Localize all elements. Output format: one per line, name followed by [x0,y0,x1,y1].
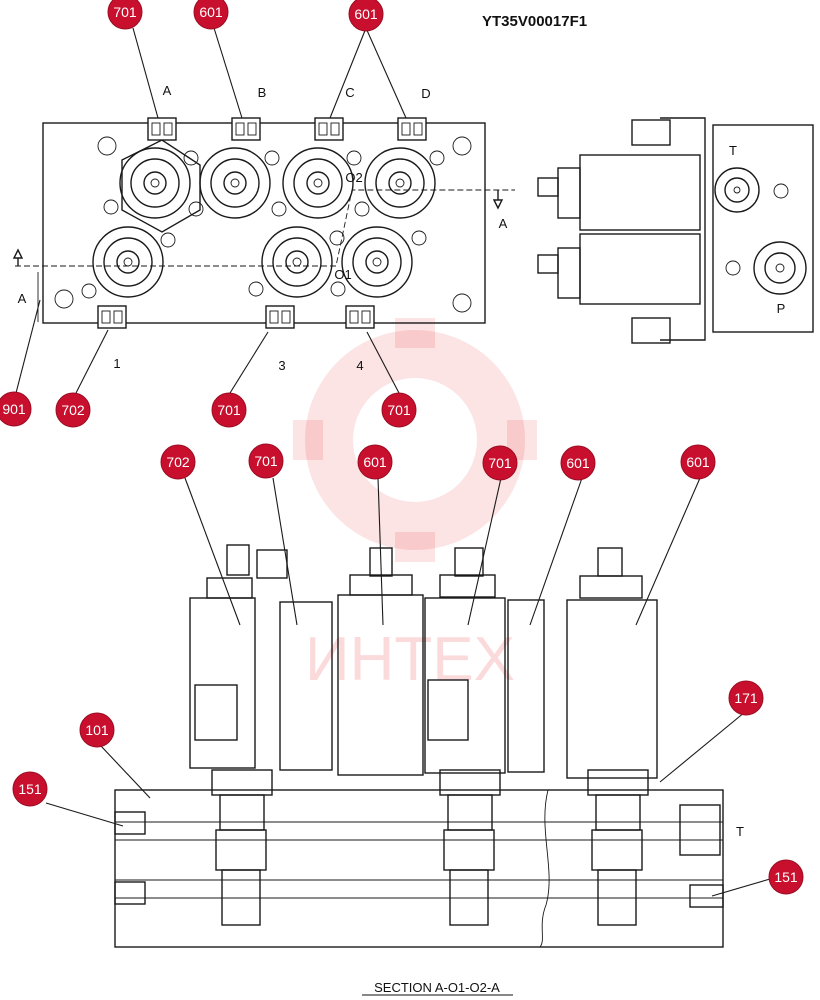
port-letter-d: D [421,86,430,101]
solenoid-port-4 [330,226,427,329]
valve-spool-middle [439,769,501,926]
callout-701-port-4: 701 [381,392,417,428]
callout-151-left: 151 [12,771,48,807]
svg-text:701: 701 [387,402,411,418]
callout-701-top-a: 701 [107,0,143,30]
solenoid-port-a [103,117,201,233]
callout-601-top-b: 601 [193,0,229,30]
callout-702-top: 702 [55,392,91,428]
callout-701-port-3: 701 [211,392,247,428]
svg-text:701: 701 [254,453,278,469]
solenoid-coil-701-a [279,601,333,771]
svg-text:101: 101 [85,722,109,738]
center-mark-o1: O1 [334,267,351,282]
callout-601-section-b: 601 [560,445,596,481]
watermark-text: ИНТЕХ [305,625,515,694]
solenoid-coil-601-b [507,599,545,773]
solenoid-port-d [354,117,445,219]
svg-text:702: 702 [166,454,190,470]
svg-text:701: 701 [217,402,241,418]
port-number-1: 1 [113,356,120,371]
section-view: T [114,544,744,948]
port-label-p: P [777,301,786,316]
svg-text:901: 901 [2,401,26,417]
side-view: T P [537,117,814,344]
section-marker-left: A [18,291,27,306]
svg-text:601: 601 [354,6,378,22]
solenoid-coil-702 [189,544,256,769]
svg-text:701: 701 [488,455,512,471]
solenoid-port-3 [248,226,345,329]
svg-text:171: 171 [734,690,758,706]
callout-701-section-a: 701 [248,443,284,479]
plug-151-bottom-left [114,881,146,905]
callout-151-right: 151 [768,859,804,895]
drawing-code: YT35V00017F1 [482,13,587,30]
svg-text:151: 151 [774,869,798,885]
leader-lines [15,27,771,897]
valve-spool-left [211,769,273,926]
solenoid-nut-701-a [256,549,288,579]
solenoid-coil-601-a [337,547,424,776]
section-marker-right: A [499,216,508,231]
center-mark-o2: O2 [345,170,362,185]
solenoid-port-c [271,117,362,219]
port-number-4: 4 [356,358,363,373]
svg-text:601: 601 [199,4,223,20]
port-letter-c: C [345,85,354,100]
svg-text:601: 601 [566,455,590,471]
port-letter-a: A [163,83,172,98]
svg-text:601: 601 [363,454,387,470]
plug-151-left [114,811,146,835]
callout-101: 101 [79,712,115,748]
solenoid-port-1 [81,226,176,329]
section-port-label-t: T [736,824,744,839]
port-letter-b: B [258,85,267,100]
svg-text:151: 151 [18,781,42,797]
watermark-gear-logo [293,318,537,562]
plug-151-right [689,884,724,908]
callout-601-top-cd: 601 [348,0,384,32]
port-number-3: 3 [278,358,285,373]
solenoid-coil-601-c [566,547,658,779]
callout-171: 171 [728,680,764,716]
svg-text:601: 601 [686,454,710,470]
port-label-t: T [729,143,737,158]
callout-601-section-c: 601 [680,444,716,480]
valve-spool-right [587,769,649,926]
callout-601-section-a: 601 [357,444,393,480]
top-view: A B C D 1 3 4 A A O2 O1 [12,83,515,373]
callout-701-section-b: 701 [482,445,518,481]
solenoid-port-b [188,117,280,219]
port-t-fitting [679,804,721,856]
callout-702-section: 702 [160,444,196,480]
svg-text:701: 701 [113,4,137,20]
section-caption: SECTION A-O1-O2-A [374,980,500,995]
svg-text:702: 702 [61,402,85,418]
solenoid-coil-701-b [424,547,506,774]
callout-901: 901 [0,391,32,427]
